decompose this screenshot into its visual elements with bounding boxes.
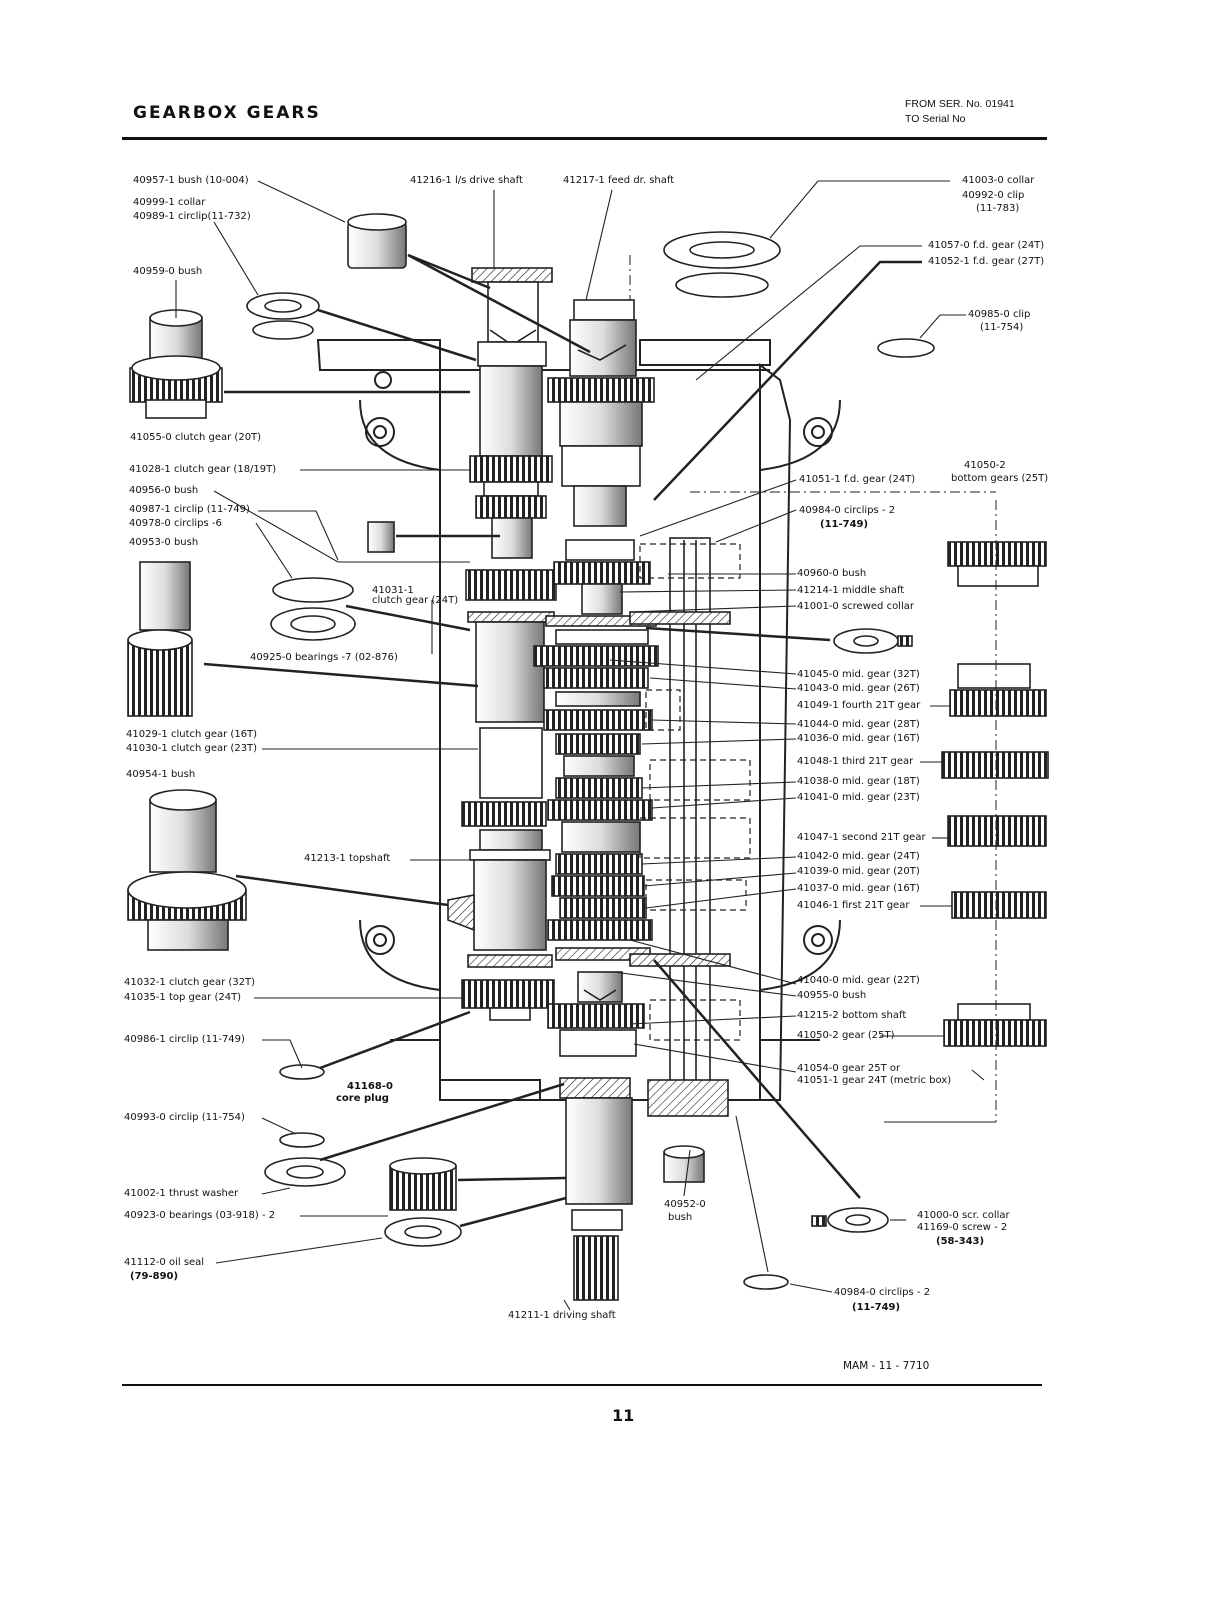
label-40957-1: 40957-1 bush (10-004) (133, 175, 249, 186)
label-40952-0: 40952-0 (664, 1199, 706, 1210)
label-41057-0: 41057-0 f.d. gear (24T) (928, 240, 1045, 251)
centre-lines (629, 255, 997, 1122)
label-41032-1: 41032-1 clutch gear (32T) (124, 977, 256, 988)
serial-from: FROM SER. No. 01941 (905, 98, 1015, 110)
label-41045-0: 41045-0 mid. gear (32T) (797, 669, 920, 680)
label-40956-0: 40956-0 bush (129, 485, 199, 496)
label-41043-0: 41043-0 mid. gear (26T) (797, 683, 920, 694)
label-41035-1: 41035-1 top gear (24T) (124, 992, 242, 1003)
document-code: MAM - 11 - 7710 (843, 1360, 930, 1372)
label-41169-0: 41169-0 screw - 2 (917, 1222, 1008, 1233)
label-41041-0: 41041-0 mid. gear (23T) (797, 792, 920, 803)
label-40923-0: 40923-0 bearings (03-918) - 2 (124, 1210, 276, 1221)
label-40999-1: 40999-1 collar (133, 197, 206, 208)
label-41038-0: 41038-0 mid. gear (18T) (797, 776, 920, 787)
label-41047-1: 41047-1 second 21T gear (797, 832, 926, 843)
label-40952-0-desc: bush (668, 1212, 693, 1223)
serial-range: FROM SER. No. 01941 TO Serial No (905, 97, 1015, 127)
serial-to: TO Serial No (905, 113, 966, 125)
label-41039-0: 41039-0 mid. gear (20T) (797, 866, 920, 877)
driving-shaft-assembly (547, 971, 645, 1301)
middle-shaft-assembly (533, 299, 659, 961)
label-41029-1: 41029-1 clutch gear (16T) (126, 729, 258, 740)
label-41215-2: 41215-2 bottom shaft (797, 1010, 907, 1021)
label-41216-1: 41216-1 l/s drive shaft (410, 175, 523, 186)
label-40978-0: 40978-0 circlips -6 (129, 518, 222, 529)
label-41217-1: 41217-1 feed dr. shaft (563, 175, 675, 186)
label-41168-0: 41168-0 (347, 1081, 393, 1092)
label-41050-2-desc: bottom gears (25T) (951, 473, 1049, 484)
page-title: GEARBOX GEARS (133, 103, 321, 123)
label-40960-0: 40960-0 bush (797, 568, 867, 579)
label-41214-1: 41214-1 middle shaft (797, 585, 905, 596)
label-41213-1: 41213-1 topshaft (304, 853, 391, 864)
label-40984-0-bottom: 40984-0 circlips - 2 (834, 1287, 931, 1298)
label-41168-0-desc: core plug (336, 1093, 389, 1104)
label-40989-1: 40989-1 circlip(11-732) (133, 211, 251, 222)
bottom-shaft-assembly (629, 537, 751, 1117)
label-41054-0: 41054-0 gear 25T or (797, 1063, 901, 1074)
label-41049-1: 41049-1 fourth 21T gear (797, 700, 921, 711)
label-41052-1: 41052-1 f.d. gear (27T) (928, 256, 1045, 267)
label-41003-0: 41003-0 collar (962, 175, 1035, 186)
label-41031-1: 41031-1 (372, 585, 414, 596)
label-40993-0: 40993-0 circlip (11-754) (124, 1112, 245, 1123)
label-40984-0-top-code: (11-749) (820, 519, 869, 530)
gearbox-housing (316, 339, 841, 1101)
footer-rule (122, 1384, 1042, 1386)
label-41112-0: 41112-0 oil seal (124, 1257, 205, 1268)
label-41169-0-code: (58-343) (936, 1236, 985, 1247)
header-rule (122, 137, 1047, 140)
label-41036-0: 41036-0 mid. gear (16T) (797, 733, 920, 744)
label-41037-0: 41037-0 mid. gear (16T) (797, 883, 920, 894)
label-40992-0: 40992-0 clip (962, 190, 1025, 201)
exploded-parts-right (663, 231, 1049, 1290)
label-40955-0: 40955-0 bush (797, 990, 867, 1001)
label-41051-1-metric: 41051-1 gear 24T (metric box) (797, 1075, 952, 1086)
label-41050-2-gear: 41050-2 gear (25T) (797, 1030, 895, 1041)
label-41050-2: 41050-2 (964, 460, 1006, 471)
label-40984-0-bottom-code: (11-749) (852, 1302, 901, 1313)
label-40984-0-top: 40984-0 circlips - 2 (799, 505, 896, 516)
label-41055-0: 41055-0 clutch gear (20T) (130, 432, 262, 443)
label-41048-1: 41048-1 third 21T gear (797, 756, 914, 767)
label-40959-0: 40959-0 bush (133, 266, 203, 277)
label-40987-1: 40987-1 circlip (11-749) (129, 504, 250, 515)
label-40985-0-code: (11-754) (980, 322, 1024, 333)
label-41030-1: 41030-1 clutch gear (23T) (126, 743, 258, 754)
label-40953-0: 40953-0 bush (129, 537, 199, 548)
leader-lines (175, 180, 996, 1311)
label-40925-0: 40925-0 bearings -7 (02-876) (250, 652, 398, 663)
label-41112-0-code: (79-890) (130, 1271, 179, 1282)
label-41002-1: 41002-1 thrust washer (124, 1188, 239, 1199)
label-40985-0: 40985-0 clip (968, 309, 1031, 320)
page-number: 11 (612, 1406, 635, 1425)
label-41031-1-desc: clutch gear (24T) (372, 595, 459, 606)
label-41042-0: 41042-0 mid. gear (24T) (797, 851, 920, 862)
exploded-parts-left (127, 213, 462, 1247)
label-41040-0: 41040-0 mid. gear (22T) (797, 975, 920, 986)
label-41028-1: 41028-1 clutch gear (18/19T) (129, 464, 277, 475)
label-41001-0: 41001-0 screwed collar (797, 601, 914, 612)
label-41211-1: 41211-1 driving shaft (508, 1310, 616, 1321)
label-40954-1: 40954-1 bush (126, 769, 196, 780)
label-41046-1: 41046-1 first 21T gear (797, 900, 910, 911)
label-41000-0: 41000-0 scr. collar (917, 1210, 1010, 1221)
label-41044-0: 41044-0 mid. gear (28T) (797, 719, 920, 730)
label-40986-1: 40986-1 circlip (11-749) (124, 1034, 245, 1045)
topshaft-assembly (447, 267, 557, 1021)
label-41051-1: 41051-1 f.d. gear (24T) (799, 474, 916, 485)
label-40992-0-code: (11-783) (976, 203, 1020, 214)
